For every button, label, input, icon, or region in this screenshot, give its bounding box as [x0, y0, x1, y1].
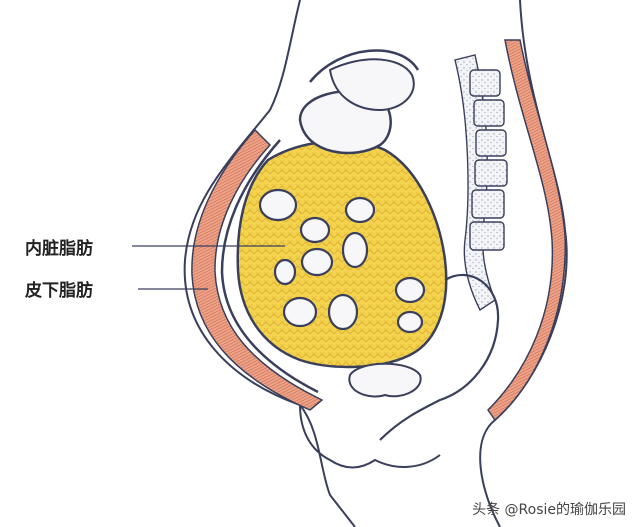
organ-loop — [300, 247, 334, 277]
organ-loop — [299, 216, 331, 244]
abdominal-wall — [220, 139, 319, 394]
upper-organ — [328, 58, 415, 112]
vertebra — [474, 159, 508, 187]
visceral-fat-label: 内脏脂肪 — [25, 239, 93, 259]
visceral-fat-mass — [236, 140, 448, 369]
diaphragm-line — [309, 49, 420, 83]
organ-loop — [396, 310, 424, 334]
organ-loop — [341, 231, 369, 269]
watermark: 头条 @Rosie的瑜伽乐园 — [472, 502, 626, 518]
vertebra — [473, 99, 505, 127]
organ-loop — [258, 188, 298, 222]
intestine-loops — [258, 188, 426, 334]
vertebra — [469, 221, 505, 251]
subcutaneous-fat-back — [487, 39, 566, 422]
organ-loop — [394, 276, 426, 304]
vertebra — [469, 69, 501, 97]
organ-loop — [273, 258, 297, 286]
subcutaneous-fat-label: 皮下脂肪 — [25, 281, 93, 301]
organ-loop — [282, 296, 318, 328]
spine — [454, 54, 508, 312]
pelvic-outline — [379, 274, 500, 441]
subcutaneous-fat-front — [191, 128, 324, 411]
vertebra — [471, 189, 505, 219]
organ-loop — [327, 293, 359, 331]
organ-loop — [344, 196, 376, 224]
vertebra — [475, 129, 507, 157]
lower-body-outline — [299, 404, 441, 469]
bladder — [348, 362, 422, 398]
